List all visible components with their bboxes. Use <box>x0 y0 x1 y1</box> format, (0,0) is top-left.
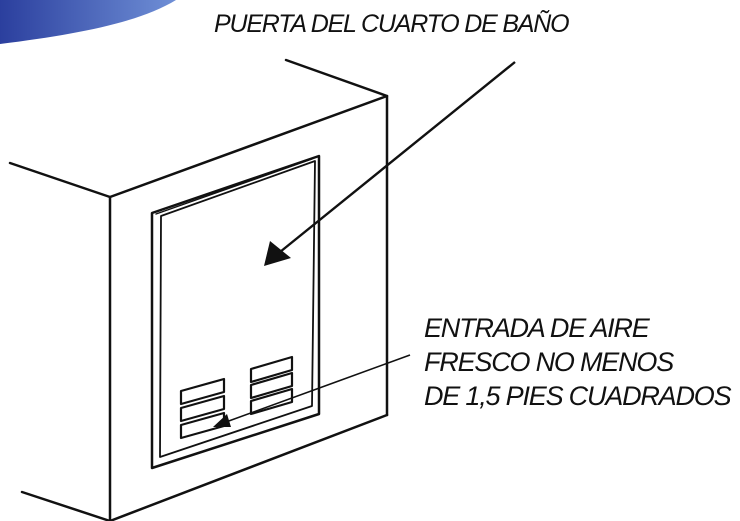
vent-label: ENTRADA DE AIRE FRESCO NO MENOS DE 1,5 P… <box>424 311 732 413</box>
wall-bottom-edge <box>20 413 389 521</box>
door-frame-outer <box>150 154 321 470</box>
door-leaf <box>159 160 316 458</box>
vent-label-line-1: ENTRADA DE AIRE <box>424 313 650 343</box>
door-pointer-arrow <box>264 61 516 266</box>
vent-slat <box>249 387 294 416</box>
door-label: PUERTA DEL CUARTO DE BAÑO <box>214 10 570 38</box>
vent-slat <box>249 355 294 384</box>
vent-slat <box>179 394 226 423</box>
wall-top-edge <box>8 58 389 199</box>
vent-grille-left <box>179 377 226 440</box>
corner-accent <box>0 0 176 44</box>
vent-label-line-2: FRESCO NO MENOS <box>424 347 674 377</box>
vent-slat <box>249 371 294 400</box>
vent-grille-right <box>249 355 294 416</box>
vent-slat <box>179 377 226 406</box>
vent-pointer-arrow <box>213 354 411 427</box>
vent-label-line-3: DE 1,5 PIES CUADRADOS <box>424 381 732 411</box>
door-leaf-top-gap <box>155 158 313 215</box>
